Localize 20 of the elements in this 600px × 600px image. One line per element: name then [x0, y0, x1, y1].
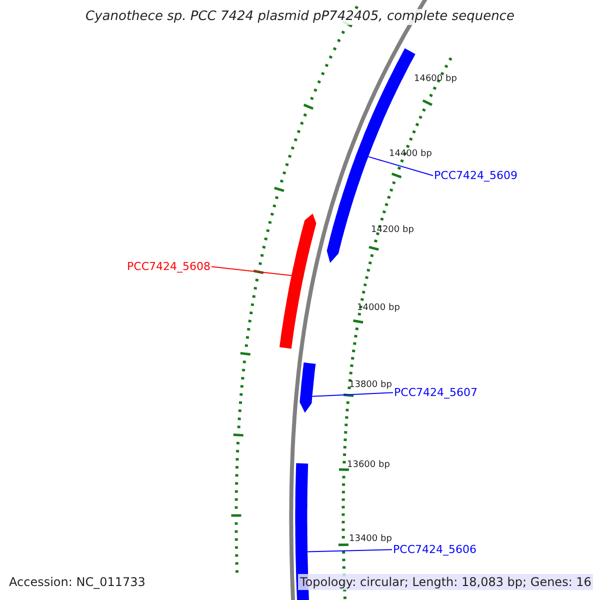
leader-line	[307, 549, 392, 552]
leader-line	[312, 392, 394, 397]
accession-text: Accession: NC_011733	[9, 575, 146, 590]
summary-text: Topology: circular; Length: 18,083 bp; Genes: 16	[298, 574, 594, 590]
gene-label: PCC7424_5607	[394, 386, 478, 400]
gene-segment	[280, 214, 316, 349]
tick-label: 13600 bp	[347, 460, 390, 471]
tick-label: 13400 bp	[349, 534, 392, 545]
gene-label: PCC7424_5609	[434, 169, 518, 182]
gene-segment	[300, 362, 316, 413]
gene-label: PCC7424_5606	[393, 543, 476, 556]
gene-segment	[326, 48, 416, 263]
tick-label: 14200 bp	[371, 225, 414, 236]
tick-label: 14600 bp	[414, 74, 457, 85]
leader-line	[210, 266, 292, 276]
gene-label: PCC7424_5608	[127, 260, 210, 274]
leader-line	[368, 156, 434, 176]
tick-label: 14400 bp	[389, 149, 432, 160]
tick-label: 13800 bp	[349, 380, 392, 391]
tick-label: 14000 bp	[357, 303, 400, 314]
